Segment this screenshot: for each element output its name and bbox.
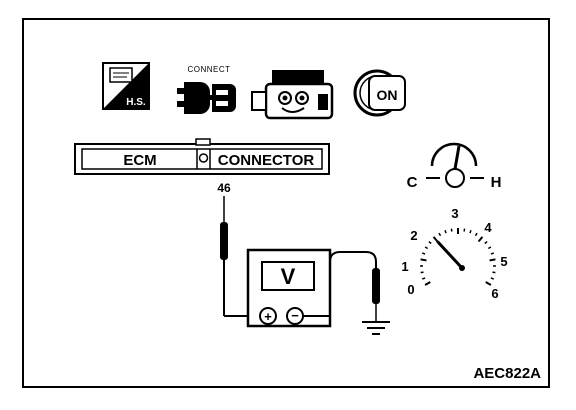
tacho-tick (424, 246, 429, 250)
ignition-on-label: ON (377, 87, 398, 103)
tacho-tick (424, 281, 431, 286)
tacho-hub (459, 265, 465, 271)
connector-pin-number: 46 (217, 181, 231, 195)
negative-probe (303, 251, 380, 322)
tacho-tick (484, 240, 488, 245)
diagram-frame (22, 18, 550, 388)
temperature-gauge: C H (407, 142, 502, 191)
tacho-tick (490, 252, 494, 255)
tacho-label-3: 3 (451, 206, 458, 221)
voltmeter: V + − (246, 248, 332, 328)
voltmeter-minus: − (291, 308, 299, 323)
tacho-label-4: 4 (484, 220, 492, 235)
tacho-tick (428, 240, 432, 245)
tacho-tick (492, 271, 496, 274)
tacho-tick (469, 230, 472, 234)
tacho-tick (487, 246, 492, 250)
connect-label: CONNECT (187, 65, 230, 74)
connect-icon: CONNECT (177, 65, 236, 114)
tacho-tick (438, 232, 442, 237)
tacho-tick (489, 258, 496, 262)
tacho-label-6: 6 (491, 286, 498, 301)
voltmeter-label: V (281, 264, 296, 289)
tacho-tick (485, 281, 492, 286)
tacho-tick (420, 258, 427, 262)
figure-code: AEC822A (473, 365, 541, 382)
tacho-tick (422, 277, 426, 280)
tacho-tick (490, 277, 494, 280)
tacho-needle (436, 240, 464, 270)
ground-symbol (362, 321, 390, 335)
tacho-label-0: 0 (407, 282, 414, 297)
temp-cold-label: C (407, 174, 418, 191)
voltmeter-plus: + (264, 309, 272, 324)
tacho-tick (474, 232, 478, 237)
hs-badge-text: H.S. (126, 97, 146, 108)
tacho-tick (463, 228, 466, 232)
tacho-tick (444, 230, 447, 234)
connector-left-label: ECM (123, 152, 156, 169)
tacho-label-5: 5 (500, 254, 507, 269)
temp-hot-label: H (491, 174, 502, 191)
connector-right-label: CONNECTOR (218, 152, 315, 169)
tacho-tick (422, 252, 426, 255)
tacho-tick (420, 271, 424, 274)
tacho-tick (477, 236, 484, 243)
tacho-tick (450, 228, 453, 232)
ignition-key-icon: ON (353, 69, 406, 117)
engine-icon (251, 70, 334, 120)
ecm-connector: ECM CONNECTOR 46 (74, 138, 330, 195)
tachometer: 0 1 2 3 4 5 6 (401, 206, 507, 301)
tacho-label-1: 1 (401, 259, 408, 274)
hs-icon: H.S. (102, 62, 150, 110)
tacho-label-2: 2 (410, 228, 417, 243)
tacho-tick (432, 236, 439, 243)
